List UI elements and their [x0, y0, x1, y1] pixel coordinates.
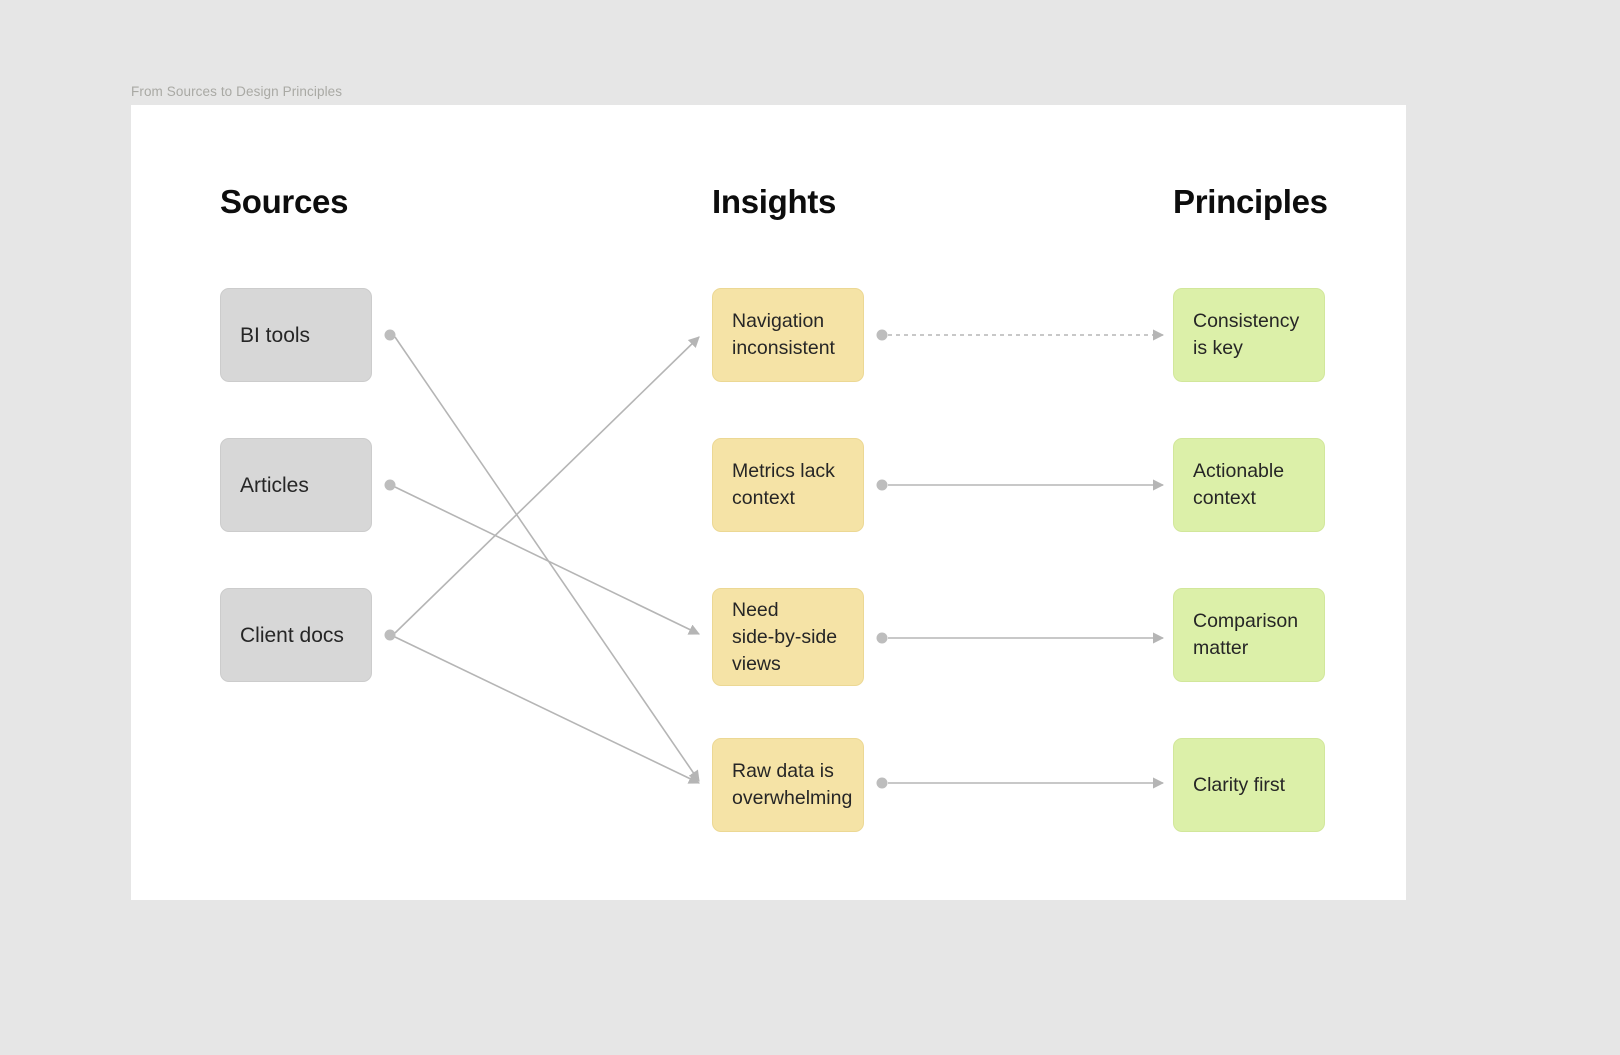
column-header-sources: Sources — [220, 183, 349, 220]
node-label: Raw data is overwhelming — [732, 760, 853, 809]
connector-dot-articles — [384, 479, 396, 491]
edge-client-docs-to-raw-data — [394, 636, 701, 784]
edge-client-docs-to-navigation — [394, 336, 700, 634]
node-source-articles[interactable]: Articles — [220, 438, 372, 532]
node-insight-raw-data-overwhelming[interactable]: Raw data is overwhelming — [712, 738, 864, 832]
connector-dot-navigation — [876, 329, 888, 341]
edge-articles-to-side-by-side — [394, 486, 701, 635]
node-label: Metrics lack context — [732, 460, 835, 509]
connector-dot-side-by-side — [876, 632, 888, 644]
node-principle-actionable-context[interactable]: Actionable context — [1173, 438, 1325, 532]
node-principle-comparison-matter[interactable]: Comparison matter — [1173, 588, 1325, 682]
node-insight-need-side-by-side-views[interactable]: Need side-by-side views — [712, 588, 864, 686]
node-insight-metrics-lack-context[interactable]: Metrics lack context — [712, 438, 864, 532]
connector-dot-client-docs — [384, 629, 396, 641]
connector-dot-bi-tools — [384, 329, 396, 341]
node-label: Consistency is key — [1193, 310, 1300, 359]
diagram-canvas: Sources Insights Principles BI tools Art… — [131, 105, 1406, 900]
node-insight-navigation-inconsistent[interactable]: Navigation inconsistent — [712, 288, 864, 382]
edge-bi-tools-to-raw-data — [394, 336, 700, 782]
node-label: Actionable context — [1193, 460, 1285, 509]
column-header-insights: Insights — [712, 183, 837, 220]
node-principle-consistency-is-key[interactable]: Consistency is key — [1173, 288, 1325, 382]
connector-dot-raw-data — [876, 777, 888, 789]
node-label: Navigation inconsistent — [732, 310, 835, 359]
connector-dot-metrics — [876, 479, 888, 491]
node-label: Clarity first — [1193, 773, 1286, 796]
node-source-client-docs[interactable]: Client docs — [220, 588, 372, 682]
node-label: Client docs — [240, 623, 344, 647]
node-label: BI tools — [240, 323, 311, 347]
column-header-principles: Principles — [1173, 183, 1328, 220]
node-principle-clarity-first[interactable]: Clarity first — [1173, 738, 1325, 832]
node-label: Need side-by-side views — [732, 598, 838, 675]
node-source-bi-tools[interactable]: BI tools — [220, 288, 372, 382]
document-title: From Sources to Design Principles — [131, 84, 343, 99]
node-label: Comparison matter — [1193, 610, 1299, 659]
node-label: Articles — [240, 473, 309, 497]
